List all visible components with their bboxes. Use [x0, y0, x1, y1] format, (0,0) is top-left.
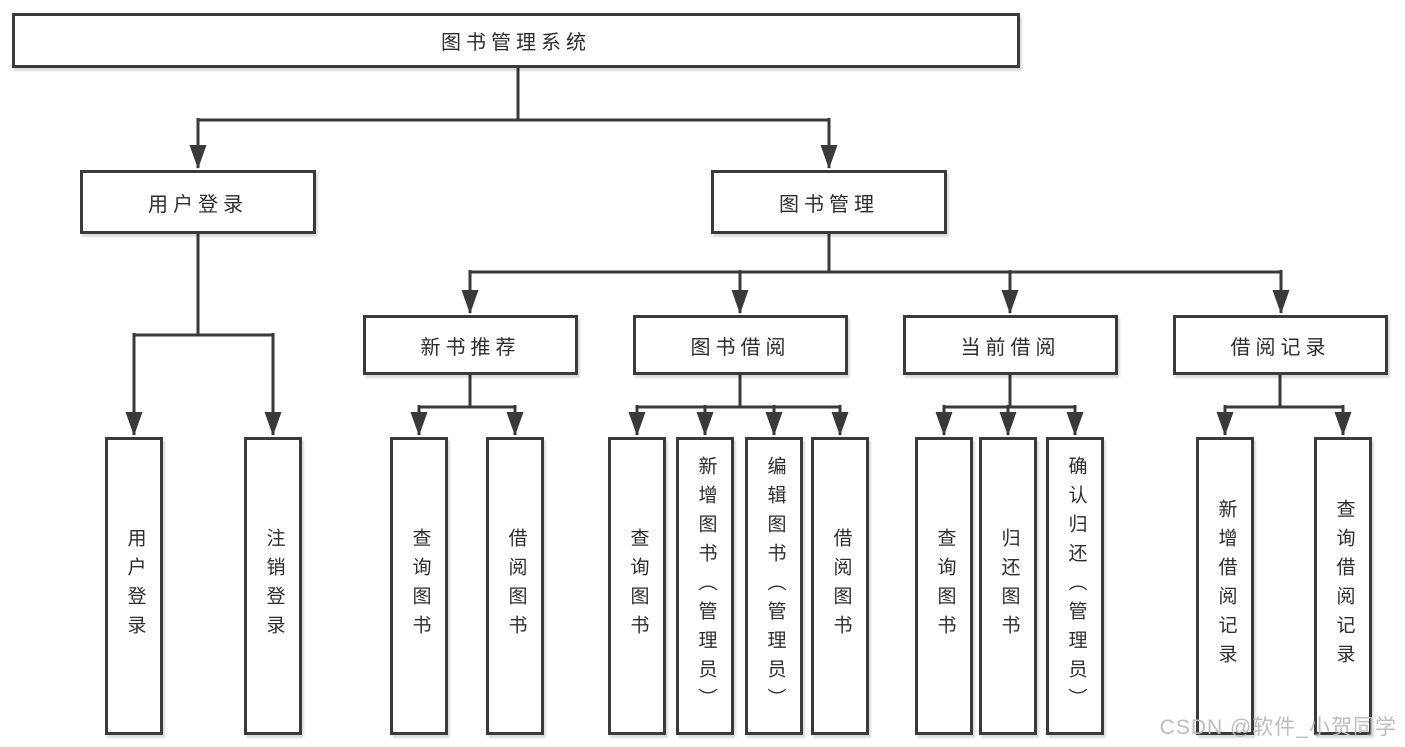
node-user-login: 用户登录: [80, 170, 316, 234]
leaf-confirm-return-admin: 确认归还（管理员）: [1046, 437, 1104, 735]
leaf-label: 查询图书: [627, 528, 649, 644]
node-label: 当前借阅: [960, 336, 1061, 359]
leaf-add-borrow-record: 新增借阅记录: [1196, 437, 1254, 735]
node-borrow-record: 借阅记录: [1173, 315, 1388, 375]
node-label: 新书推荐: [420, 336, 521, 359]
leaf-label: 新增借阅记录: [1215, 499, 1237, 673]
leaf-return-books: 归还图书: [979, 437, 1037, 735]
leaf-query-books-current: 查询图书: [915, 437, 973, 735]
node-book-management-system: 图书管理系统: [12, 13, 1020, 68]
leaf-logout: 注销登录: [244, 437, 302, 735]
leaf-query-borrow-record: 查询借阅记录: [1314, 437, 1372, 735]
node-label: 图书管理: [779, 193, 879, 216]
leaf-label: 编辑图书（管理员）: [764, 455, 786, 717]
leaf-borrow-books: 借阅图书: [811, 437, 869, 735]
leaf-label: 确认归还（管理员）: [1065, 455, 1087, 717]
node-label: 图书管理系统: [441, 32, 591, 54]
leaf-query-books-recommend: 查询图书: [390, 437, 448, 735]
leaf-label: 查询借阅记录: [1333, 499, 1355, 673]
leaf-label: 注销登录: [263, 528, 285, 644]
node-label: 借阅记录: [1230, 336, 1331, 359]
leaf-user-login: 用户登录: [105, 437, 163, 735]
leaf-label: 查询图书: [934, 528, 956, 644]
leaf-label: 借阅图书: [505, 528, 527, 644]
leaf-add-books-admin: 新增图书（管理员）: [676, 437, 734, 735]
node-current-borrow: 当前借阅: [903, 315, 1118, 375]
csdn-watermark: CSDN @软件_小贺同学: [1159, 716, 1397, 739]
leaf-label: 查询图书: [409, 528, 431, 644]
leaf-edit-books-admin: 编辑图书（管理员）: [745, 437, 803, 735]
node-book-borrow: 图书借阅: [633, 315, 848, 375]
leaf-borrow-books-recommend: 借阅图书: [486, 437, 544, 735]
leaf-label: 借阅图书: [830, 528, 852, 644]
leaf-query-books-borrow: 查询图书: [608, 437, 666, 735]
leaf-label: 新增图书（管理员）: [695, 455, 717, 717]
node-label: 图书借阅: [690, 336, 791, 359]
leaf-label: 用户登录: [124, 528, 146, 644]
node-new-book-recommend: 新书推荐: [363, 315, 578, 375]
leaf-label: 归还图书: [998, 528, 1020, 644]
node-book-management: 图书管理: [711, 170, 947, 234]
node-label: 用户登录: [148, 193, 248, 216]
